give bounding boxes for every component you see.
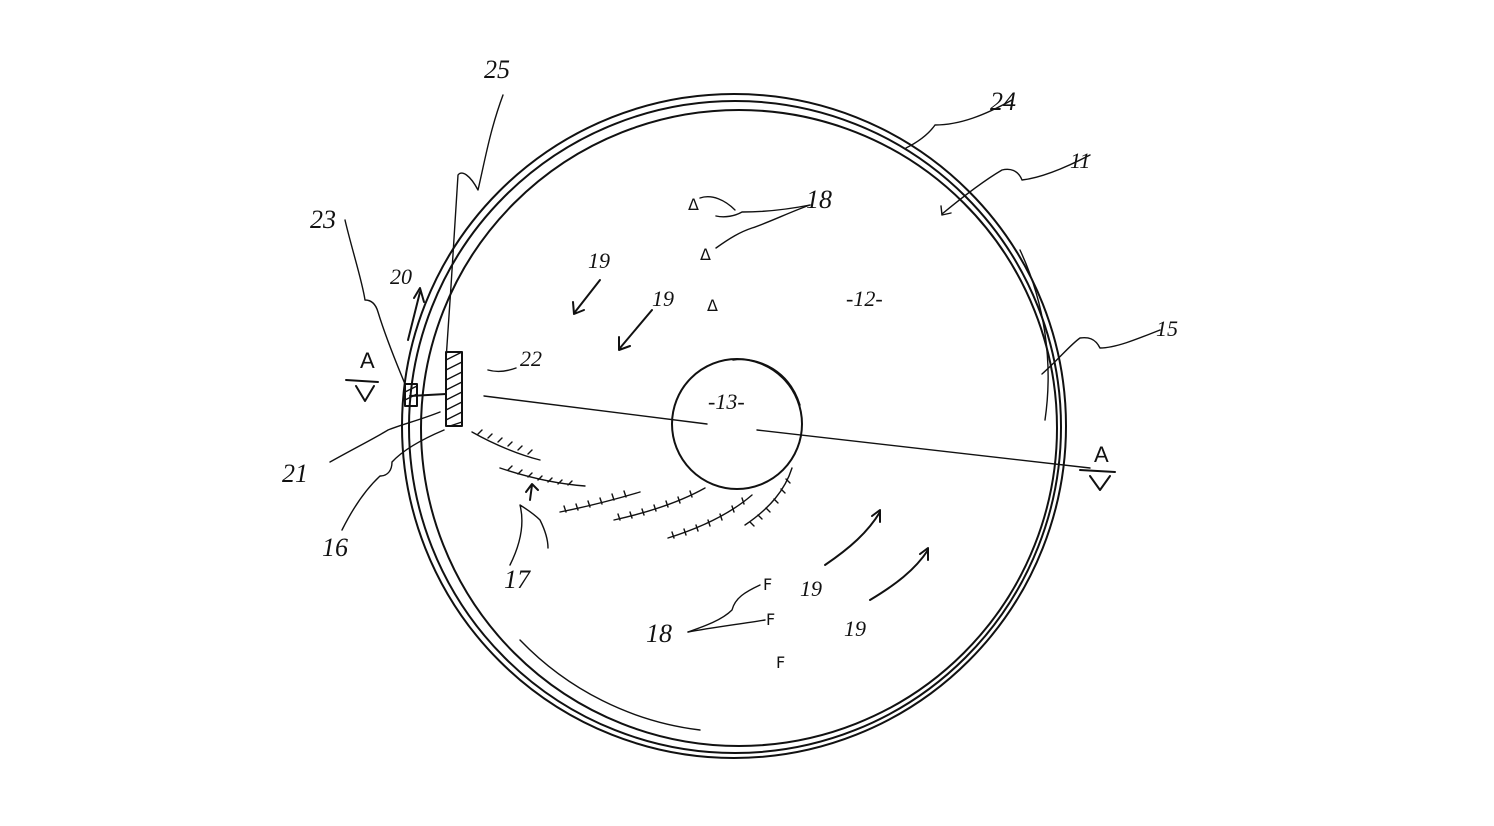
ref-11: 11 bbox=[1070, 148, 1090, 173]
ref-12: -12- bbox=[846, 286, 883, 311]
ref-24: 24 bbox=[990, 87, 1016, 116]
ref-18-bottom: 18 bbox=[646, 619, 672, 648]
section-label-left: A bbox=[360, 348, 375, 373]
section-arrow-right bbox=[1079, 469, 1116, 491]
ref-17: 17 bbox=[504, 565, 531, 594]
ref-16: 16 bbox=[322, 533, 348, 562]
outer-rim bbox=[401, 93, 1067, 759]
ref-20: 20 bbox=[390, 264, 412, 289]
ref-19-c: 19 bbox=[800, 576, 822, 601]
marker-delta-3: Δ bbox=[707, 296, 718, 315]
leader-lines bbox=[329, 94, 1161, 633]
ref-15: 15 bbox=[1156, 316, 1178, 341]
flow-arrow-19-a bbox=[572, 279, 601, 315]
ref-19-d: 19 bbox=[844, 616, 866, 641]
section-label-right: A bbox=[1094, 442, 1109, 467]
section-line bbox=[483, 395, 1091, 469]
section-arrow-left bbox=[345, 379, 379, 402]
marker-f-2: F bbox=[766, 610, 775, 629]
ref-22: 22 bbox=[520, 346, 542, 371]
hatched-strips-17 bbox=[471, 429, 793, 539]
ref-21: 21 bbox=[282, 459, 308, 488]
flow-arrow-19-d bbox=[869, 547, 929, 601]
marker-delta-2: Δ bbox=[700, 245, 711, 264]
ref-18-top: 18 bbox=[806, 185, 832, 214]
marker-delta-1: Δ bbox=[688, 195, 699, 214]
ref-23: 23 bbox=[310, 205, 336, 234]
flow-arrow-19-b bbox=[618, 309, 653, 351]
central-hub bbox=[671, 358, 803, 490]
marker-f-1: F bbox=[763, 575, 772, 594]
disc-edge bbox=[420, 109, 1058, 747]
flow-arrow-19-c bbox=[824, 509, 881, 566]
rotation-arrow-20 bbox=[407, 287, 425, 341]
ref-13: -13- bbox=[708, 389, 745, 414]
ref-19-b: 19 bbox=[652, 286, 674, 311]
marker-f-3: F bbox=[776, 653, 785, 672]
gate-element bbox=[404, 351, 463, 427]
ref-19-a: 19 bbox=[588, 248, 610, 273]
ref-25: 25 bbox=[484, 55, 510, 84]
